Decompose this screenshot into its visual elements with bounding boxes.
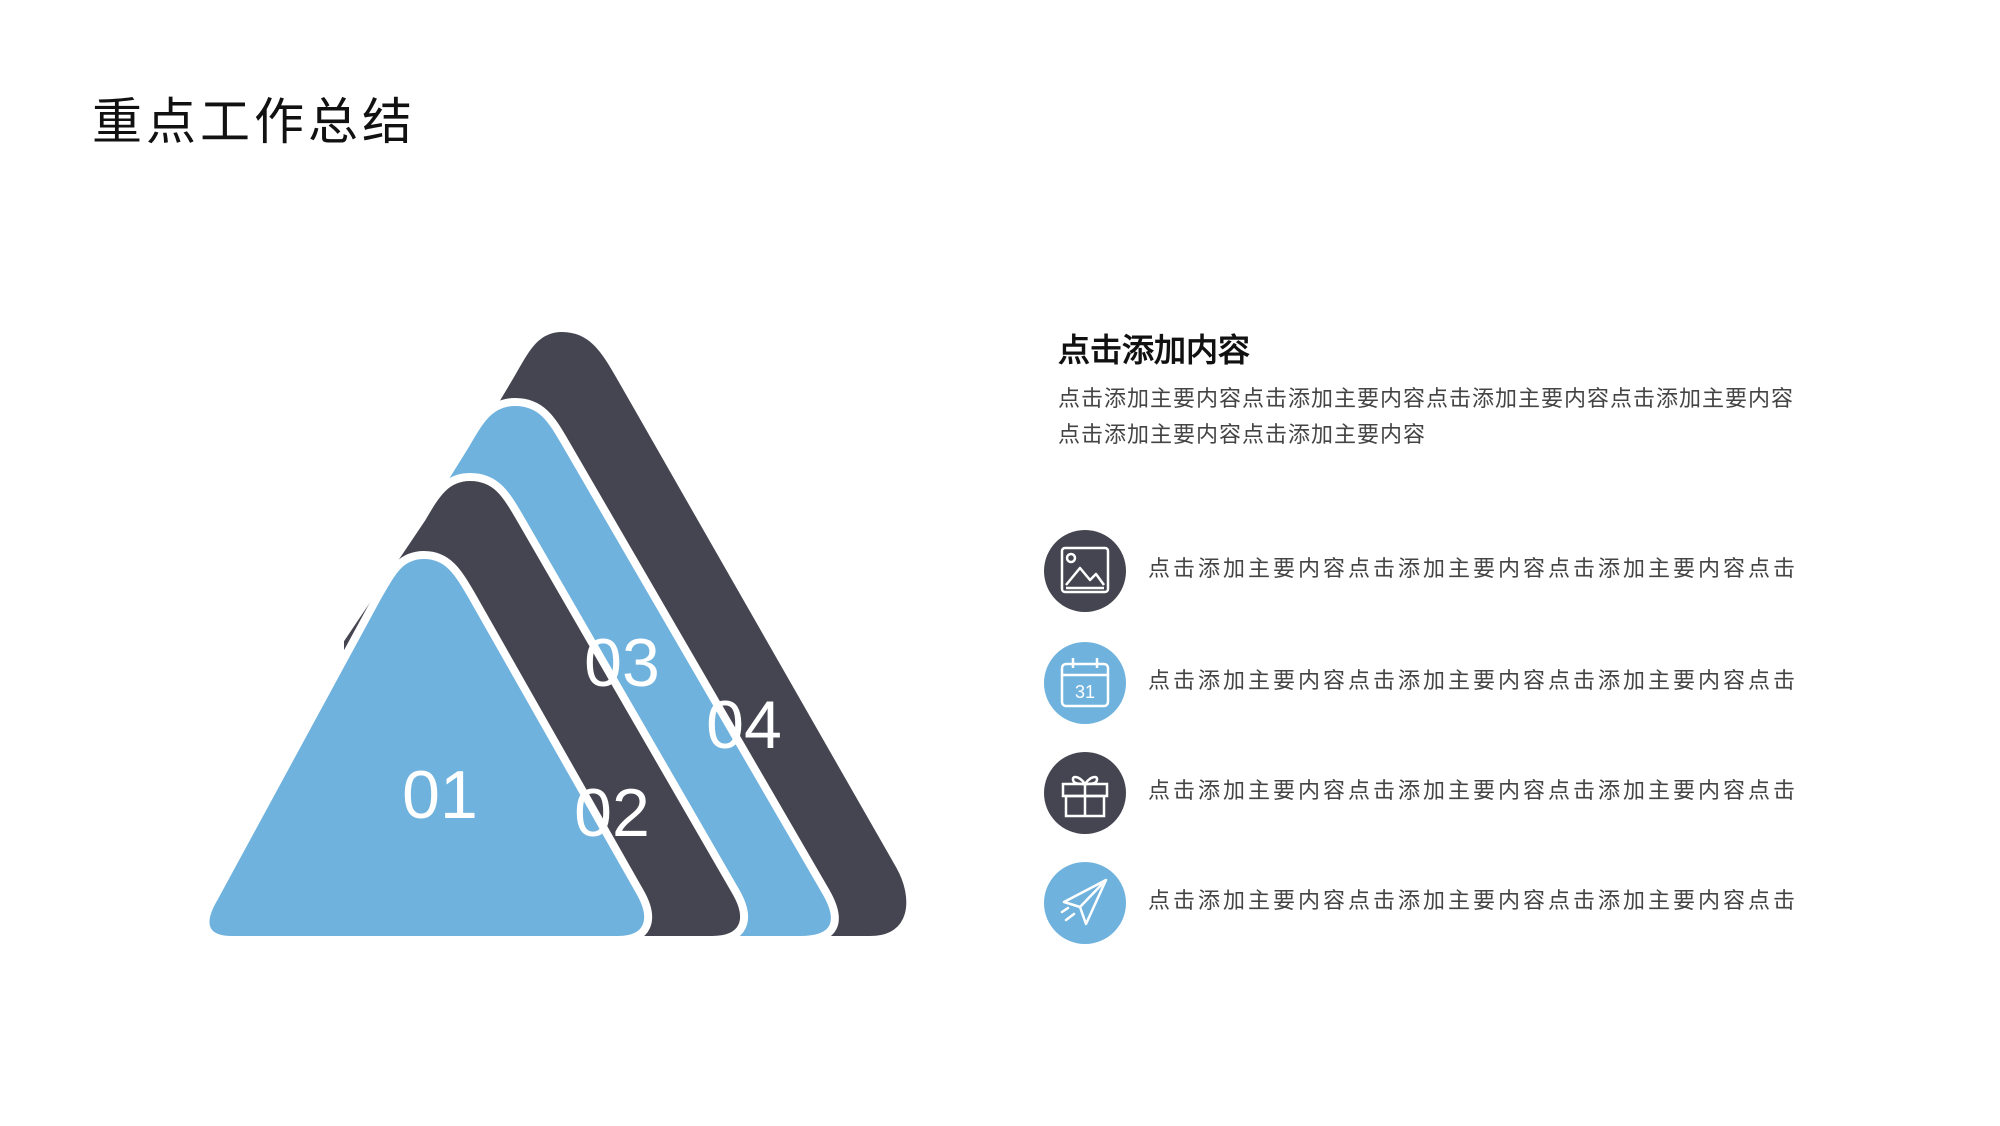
layer-label-01: 01 xyxy=(402,757,478,833)
list-item: 点击添加主要内容点击添加主要内容点击添加主要内容点击 xyxy=(1044,862,1814,952)
list-item: 点击添加主要内容点击添加主要内容点击添加主要内容点击 xyxy=(1044,530,1814,620)
list-item: 点击添加主要内容点击添加主要内容点击添加主要内容点击 xyxy=(1044,752,1814,842)
layer-label-04: 04 xyxy=(706,687,782,763)
content-heading: 点击添加内容 xyxy=(1058,331,1251,369)
paper-plane-icon xyxy=(1044,862,1126,944)
layer-label-02: 02 xyxy=(574,775,650,851)
list-item: 31 点击添加主要内容点击添加主要内容点击添加主要内容点击 xyxy=(1044,642,1814,732)
calendar-day-text: 31 xyxy=(1075,682,1095,702)
page-title: 重点工作总结 xyxy=(92,93,416,151)
image-icon xyxy=(1044,530,1126,612)
layered-triangle-diagram: 04 03 02 01 xyxy=(201,328,911,944)
calendar-icon: 31 xyxy=(1044,642,1126,724)
list-item-text: 点击添加主要内容点击添加主要内容点击添加主要内容点击 xyxy=(1148,557,1799,582)
gift-icon xyxy=(1044,752,1126,834)
triangle-layer-01 xyxy=(201,550,652,944)
list-item-text: 点击添加主要内容点击添加主要内容点击添加主要内容点击 xyxy=(1148,889,1799,914)
layer-label-03: 03 xyxy=(584,625,660,701)
content-description: 点击添加主要内容点击添加主要内容点击添加主要内容点击添加主要内容点击添加主要内容… xyxy=(1058,387,1795,448)
list-item-text: 点击添加主要内容点击添加主要内容点击添加主要内容点击 xyxy=(1148,669,1799,694)
list-item-text: 点击添加主要内容点击添加主要内容点击添加主要内容点击 xyxy=(1148,779,1799,804)
